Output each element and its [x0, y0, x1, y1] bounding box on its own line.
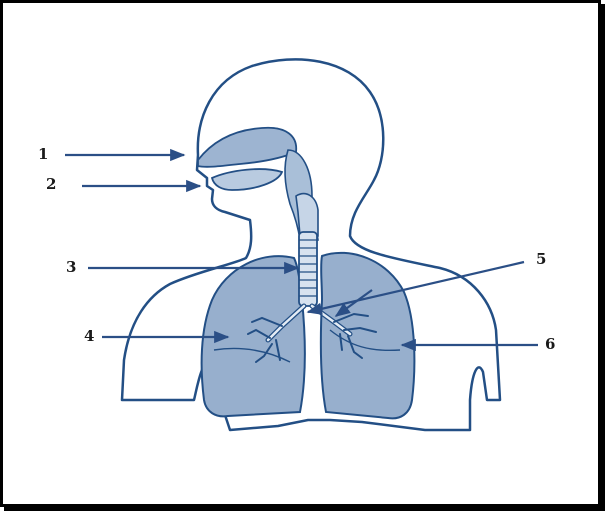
label-6: 6: [545, 337, 555, 352]
label-1: 1: [38, 147, 48, 162]
label-5: 5: [536, 252, 546, 267]
label-4: 4: [84, 329, 94, 344]
trachea: [299, 232, 317, 306]
label-3: 3: [66, 260, 76, 275]
larynx: [296, 194, 318, 236]
label-2: 2: [46, 177, 56, 192]
